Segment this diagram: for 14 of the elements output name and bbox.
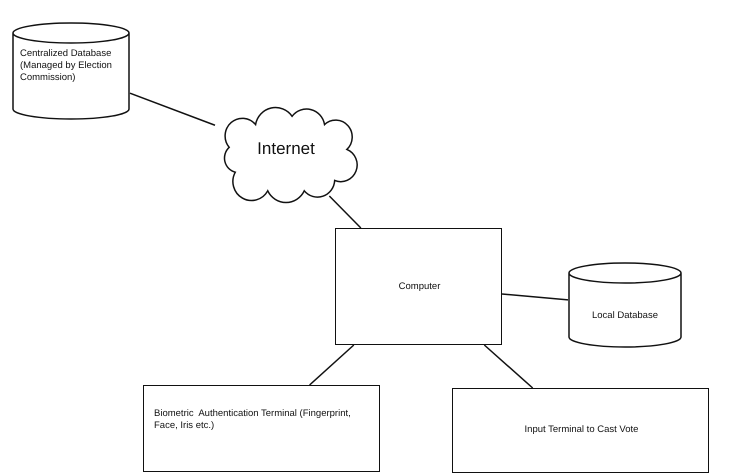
connector-line	[328, 195, 362, 229]
node-label: Input Terminal to Cast Vote	[524, 424, 640, 436]
node-label: Biometric Authentication Terminal (Fingerprint, Face, Iris etc.)	[154, 408, 352, 432]
node-label: Local Database	[590, 310, 660, 322]
connector-line	[309, 344, 354, 386]
node-label: Computer	[398, 281, 442, 293]
process-box	[143, 385, 380, 472]
node-label: Centralized Database (Managed by Election Commission)	[20, 48, 113, 84]
connector-line	[484, 344, 534, 389]
connector-line	[130, 92, 216, 126]
process-box	[335, 228, 502, 345]
process-box	[452, 388, 709, 473]
node-label: Internet	[256, 138, 316, 160]
connector-line	[502, 293, 568, 301]
